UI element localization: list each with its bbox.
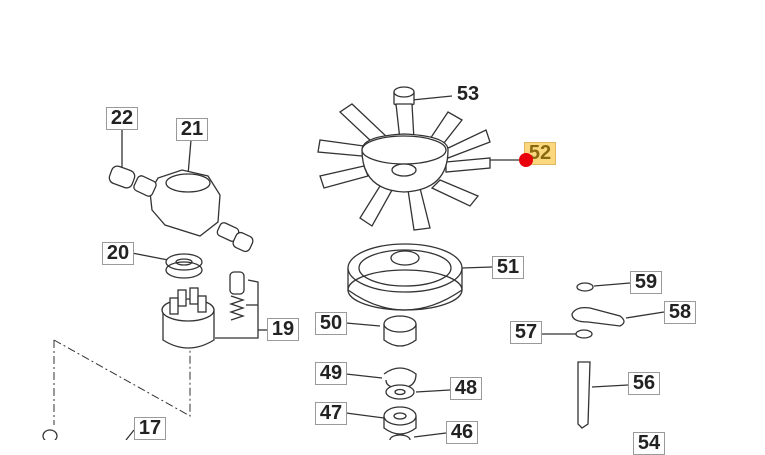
callout-57[interactable]: 57 [510, 321, 542, 344]
callout-56[interactable]: 56 [628, 372, 660, 395]
callout-59[interactable]: 59 [630, 271, 662, 294]
callout-20[interactable]: 20 [102, 242, 134, 265]
part-51-pulley [347, 243, 463, 311]
part-21-gearbox [133, 169, 254, 253]
part-20-bearing [165, 253, 203, 279]
callout-47[interactable]: 47 [315, 402, 347, 425]
callout-58[interactable]: 58 [664, 301, 696, 324]
part-19-hub [161, 271, 246, 349]
callout-50[interactable]: 50 [315, 312, 347, 335]
parts-59-57 [571, 282, 625, 339]
callout-48[interactable]: 48 [450, 377, 482, 400]
selection-marker-dot [519, 153, 533, 167]
callout-49[interactable]: 49 [315, 362, 347, 385]
callout-53[interactable]: 53 [452, 83, 484, 106]
parts-drawing [42, 86, 665, 440]
callout-19[interactable]: 19 [267, 318, 299, 341]
callout-51[interactable]: 51 [492, 256, 524, 279]
callout-22[interactable]: 22 [106, 107, 138, 130]
part-50-hub [383, 315, 417, 347]
callout-17[interactable]: 17 [134, 417, 166, 440]
callout-54[interactable]: 54 [633, 432, 665, 455]
part-52-fan [317, 103, 491, 231]
part-17 [42, 429, 58, 440]
callout-21[interactable]: 21 [176, 118, 208, 141]
part-53-nut [393, 86, 415, 108]
callout-46[interactable]: 46 [446, 421, 478, 444]
part-56-rod [577, 361, 591, 429]
parts-49-46 [383, 367, 417, 440]
part-22-bushing [108, 165, 136, 189]
assembly-guide [53, 339, 191, 425]
leader-lines [121, 95, 665, 440]
